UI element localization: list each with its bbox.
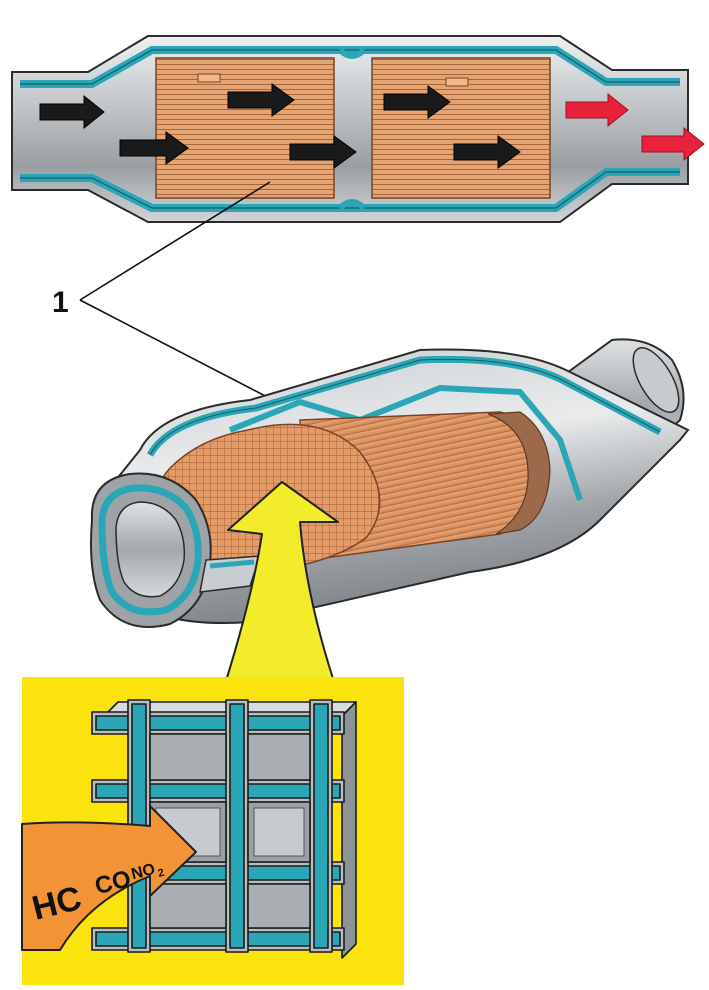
honeycomb-walls	[91, 699, 357, 959]
substrate-block-1	[155, 57, 335, 199]
gas-label-no-subscript: 2	[157, 867, 166, 880]
gas-label-no: NO	[130, 861, 157, 883]
callout-label: 1	[52, 286, 69, 319]
red-right-arrow-icon	[565, 92, 705, 162]
inlet-pipe	[90, 472, 212, 628]
honeycomb-inset: HC CO NO 2	[21, 677, 404, 985]
cutaway-view	[90, 338, 690, 628]
orange-right-arrow-icon	[21, 805, 197, 951]
black-right-arrow-icon	[39, 83, 521, 169]
cross-section-view	[11, 35, 705, 223]
shell-outline	[11, 35, 689, 223]
